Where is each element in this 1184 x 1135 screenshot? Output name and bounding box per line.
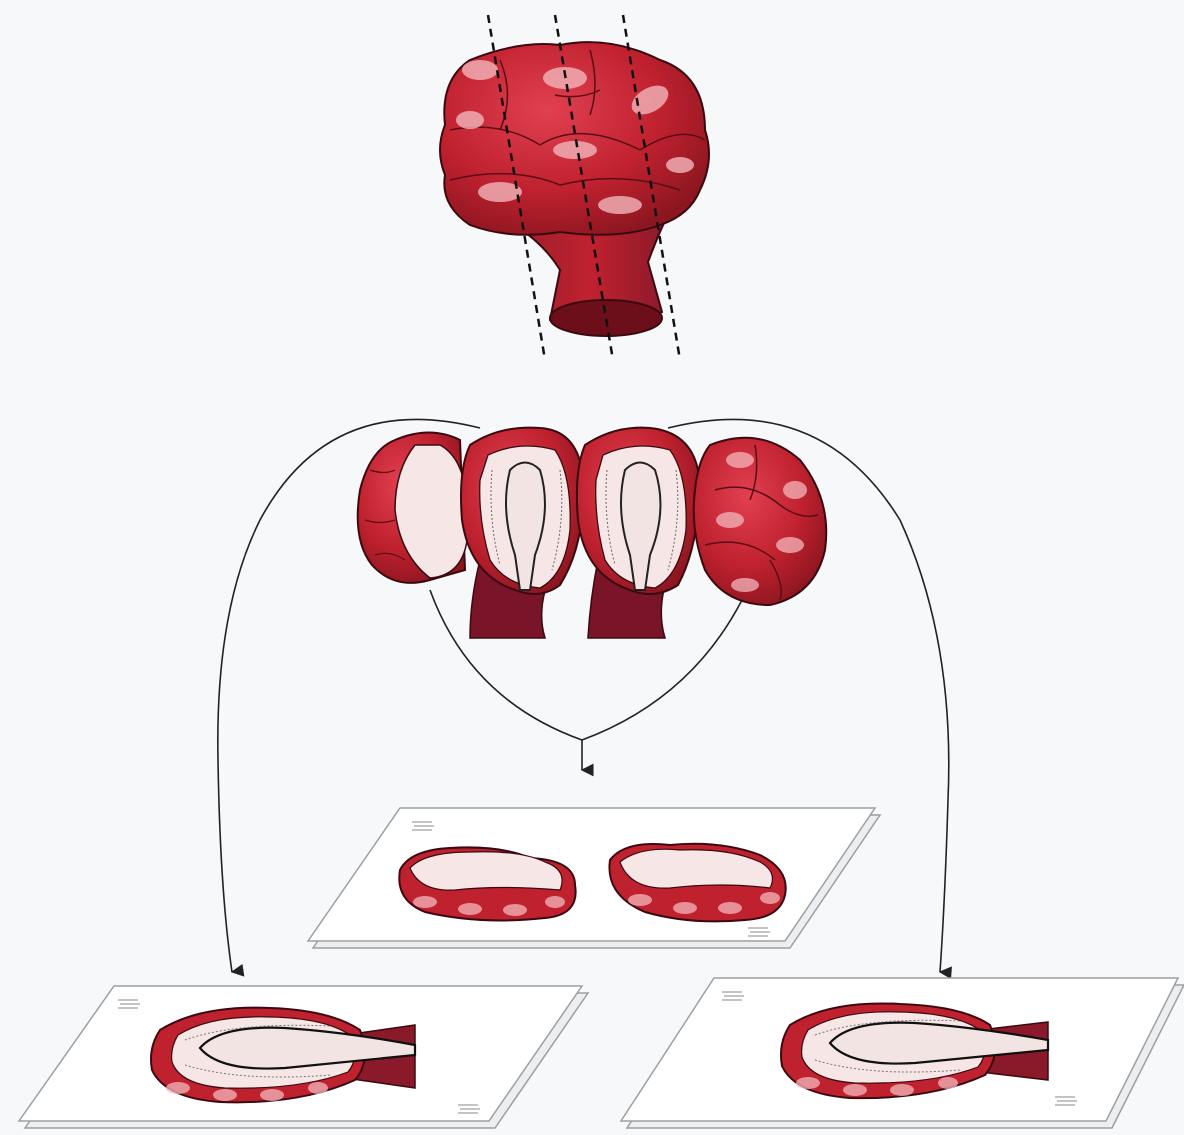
slide-center bbox=[308, 808, 880, 948]
stalk-opening bbox=[550, 300, 662, 336]
slice-4 bbox=[694, 438, 827, 605]
slice-1 bbox=[358, 433, 468, 583]
slice-2 bbox=[461, 428, 583, 638]
slide-left bbox=[19, 986, 588, 1128]
sliced-segments bbox=[358, 428, 827, 638]
slide-right bbox=[621, 978, 1184, 1128]
slice-3 bbox=[577, 428, 699, 638]
